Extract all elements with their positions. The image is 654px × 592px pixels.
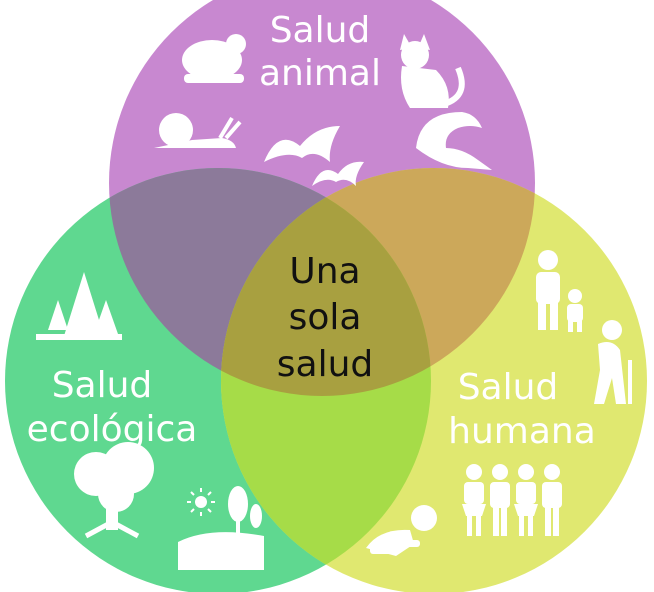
bat-icon xyxy=(312,161,364,186)
label-ecologica-line1: Salud xyxy=(52,365,153,406)
label-ecologica-line2: ecológica xyxy=(27,409,198,450)
sun-icon xyxy=(187,488,215,516)
bat-icon xyxy=(264,126,340,162)
frog-icon xyxy=(182,34,246,83)
landscape-icon xyxy=(178,486,264,570)
overlap-center xyxy=(221,168,431,396)
parent-child-icon xyxy=(536,250,583,332)
snail-icon xyxy=(154,113,242,148)
forest-icon xyxy=(36,272,122,340)
family-icon xyxy=(462,464,562,536)
crawling-baby-icon xyxy=(366,505,437,556)
label-animal-line2: animal xyxy=(259,53,381,94)
tree-icon xyxy=(74,442,154,539)
center-label-line1: Una xyxy=(289,251,360,292)
dolphin-icon xyxy=(416,112,492,170)
label-humana-line2: humana xyxy=(448,411,596,452)
elderly-person-icon xyxy=(594,320,632,404)
label-animal-line1: Salud xyxy=(270,10,371,51)
center-label-line2: sola xyxy=(289,297,362,338)
cat-icon xyxy=(400,34,465,108)
label-humana-line1: Salud xyxy=(458,367,559,408)
center-label-line3: salud xyxy=(277,344,374,385)
